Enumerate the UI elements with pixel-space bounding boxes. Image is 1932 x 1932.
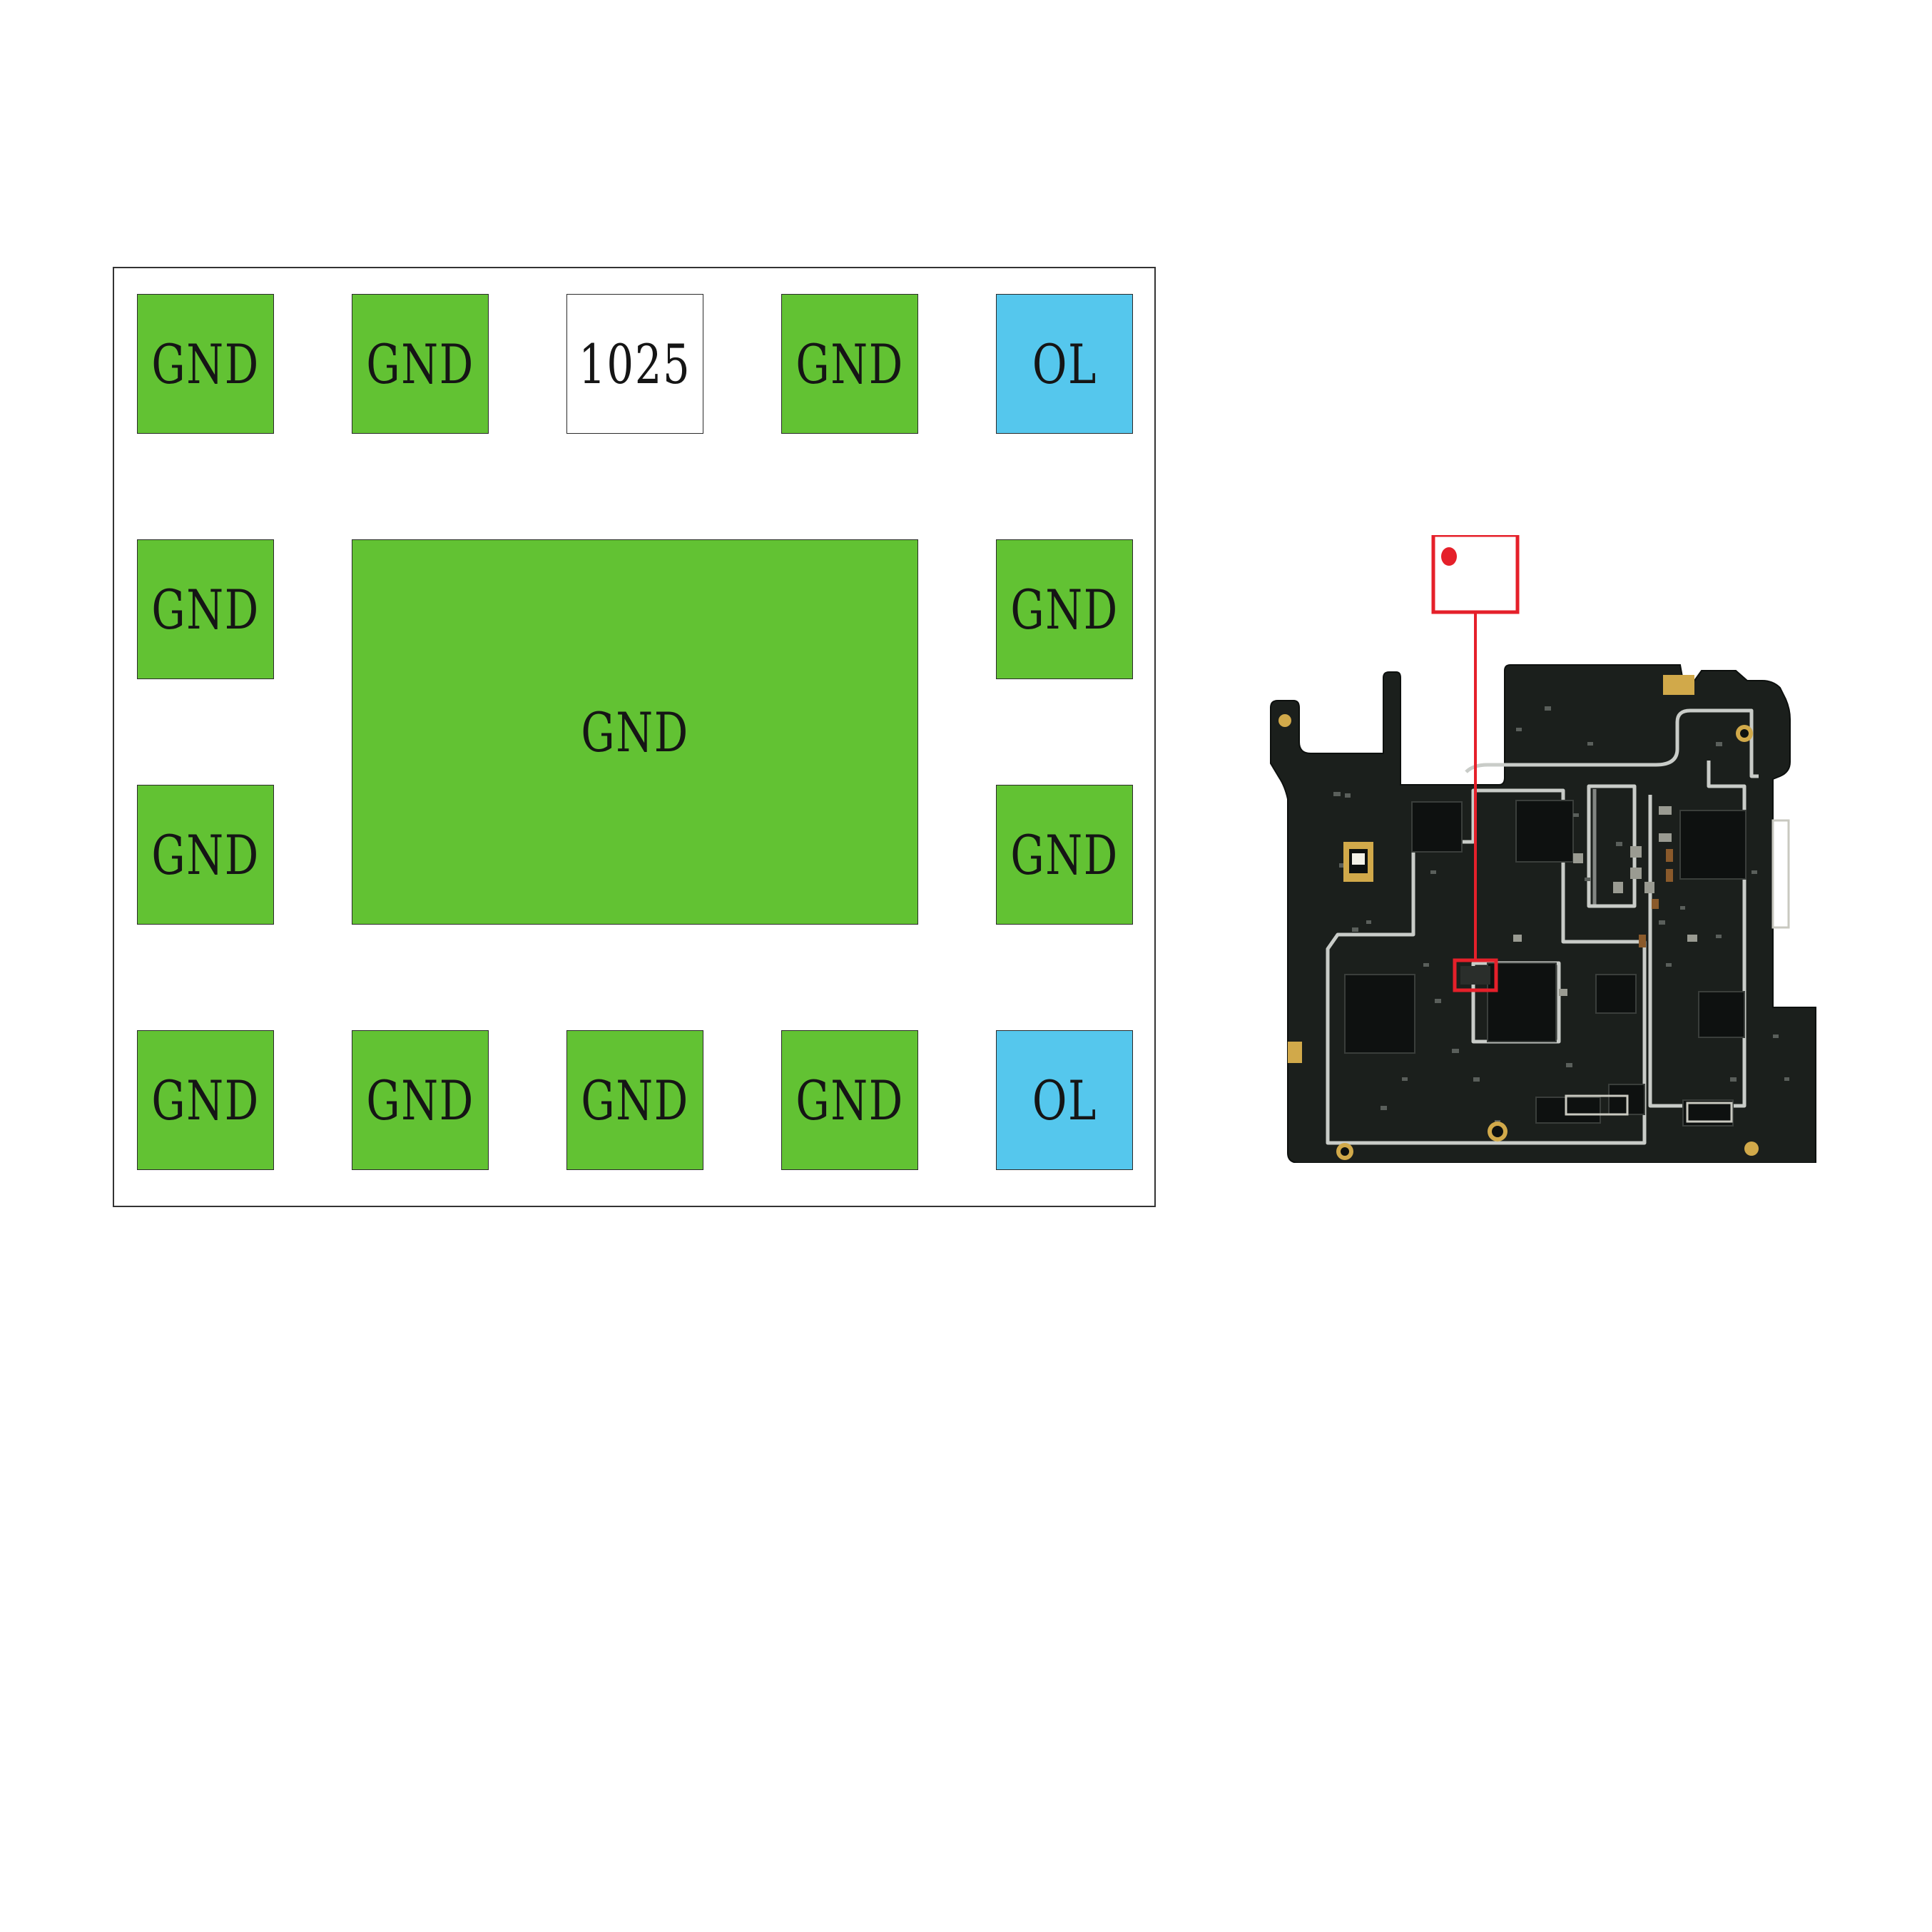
pad-top-5-ol: OL: [996, 294, 1133, 434]
pad-bottom-2: GND: [352, 1030, 489, 1170]
pad-right-1: GND: [996, 539, 1133, 679]
circuit-board-photo: [1259, 535, 1903, 1163]
component-location-marker: [1431, 535, 1520, 992]
pad-right-2: GND: [996, 785, 1133, 925]
red-dot-marker-icon: [1441, 547, 1457, 566]
pad-bottom-1: GND: [137, 1030, 274, 1170]
component-location-box: [1453, 958, 1498, 992]
pad-diagram: GND GND 1025 GND OL GND GND GND GND GND …: [113, 267, 1156, 1207]
pad-top-1: GND: [137, 294, 274, 434]
pad-top-4: GND: [781, 294, 918, 434]
pad-left-2: GND: [137, 785, 274, 925]
pad-center-ground: GND: [352, 539, 918, 925]
pad-bottom-4: GND: [781, 1030, 918, 1170]
pad-top-2: GND: [352, 294, 489, 434]
pad-bottom-5-ol: OL: [996, 1030, 1133, 1170]
pad-left-1: GND: [137, 539, 274, 679]
pad-top-3-value: 1025: [566, 294, 703, 434]
board-outline: [1270, 664, 1816, 1163]
marker-box: [1431, 535, 1520, 614]
pad-bottom-3: GND: [566, 1030, 703, 1170]
